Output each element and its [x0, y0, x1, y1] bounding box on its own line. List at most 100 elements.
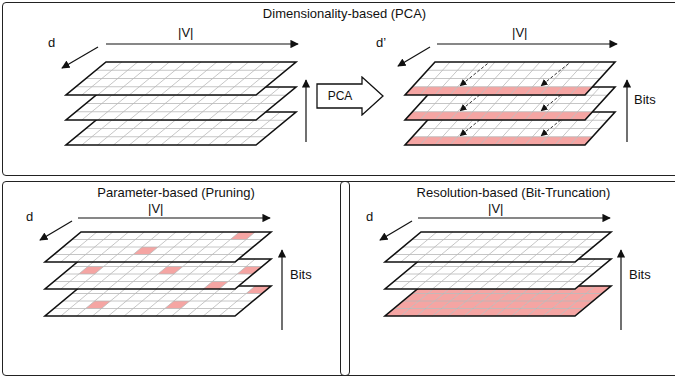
axis-label: |V|	[178, 26, 193, 39]
layer-fill	[45, 232, 271, 262]
layer-fill	[385, 232, 611, 262]
grid-line	[403, 301, 593, 302]
grid-line	[412, 293, 602, 294]
grid-line	[428, 70, 608, 71]
dim-arrow	[398, 47, 430, 66]
highlighted-cell	[203, 282, 228, 290]
panel-title: Dimensionality-based (PCA)	[3, 3, 675, 21]
bits-arrow	[305, 80, 306, 142]
grid-line	[420, 103, 600, 104]
layer-outline	[405, 112, 615, 145]
axis-label: Bits	[634, 93, 656, 106]
grid-line	[413, 136, 593, 137]
grid-line	[403, 247, 593, 248]
layer	[405, 112, 615, 145]
axis-label: Bits	[629, 268, 651, 281]
vocab-arrow	[437, 43, 617, 44]
projection-arrow	[541, 64, 568, 86]
bits-arrow	[620, 250, 621, 330]
grid-line	[76, 86, 266, 87]
grid-line	[420, 128, 600, 129]
vocab-arrow	[418, 217, 610, 218]
layer-outline	[45, 232, 271, 262]
grid-line	[86, 128, 276, 129]
layer-fill	[385, 286, 611, 316]
layer-fill	[45, 286, 271, 316]
highlighted-cell	[158, 267, 183, 275]
dim-arrow	[380, 221, 412, 240]
dim-arrow	[40, 221, 72, 240]
grid-line	[72, 293, 262, 294]
layer	[385, 232, 611, 262]
projection-arrow	[460, 64, 487, 86]
layer	[385, 286, 611, 316]
layer-outline	[45, 259, 271, 289]
grid-line	[54, 308, 244, 309]
layer-fill	[405, 87, 615, 120]
highlighted-cell	[79, 267, 104, 275]
grid-line	[54, 254, 244, 255]
axis-label: d’	[376, 36, 386, 49]
axis-label: d	[48, 36, 55, 49]
layer-stack	[45, 232, 271, 316]
grid-line	[63, 301, 253, 302]
bits-arrow	[626, 80, 627, 142]
layer	[66, 62, 296, 95]
axis-label: |V|	[488, 202, 503, 215]
axis-label: |V|	[512, 26, 527, 39]
block-arrow: PCA	[316, 76, 384, 116]
grid-line	[76, 136, 266, 137]
layer-stack	[385, 232, 611, 316]
highlighted-cell	[165, 301, 190, 309]
layer-outline	[385, 259, 611, 289]
panel: Resolution-based (Bit-Truncation)	[340, 181, 675, 376]
grid-line	[403, 274, 593, 275]
layer-fill	[45, 259, 271, 289]
layer-fill	[405, 112, 615, 145]
grid-line	[54, 281, 244, 282]
panel-title: Parameter-based (Pruning)	[3, 182, 349, 200]
grid-line	[412, 239, 602, 240]
grid-line	[63, 274, 253, 275]
grid-line	[76, 111, 266, 112]
grid-line	[72, 239, 262, 240]
layer	[385, 259, 611, 289]
grid-line	[394, 254, 584, 255]
layer-outline	[405, 62, 615, 95]
grid-line	[412, 266, 602, 267]
layer-fill	[66, 62, 296, 95]
grid-line	[394, 281, 584, 282]
vocab-arrow	[106, 43, 298, 44]
highlighted-cell	[230, 232, 255, 240]
axis-label: Bits	[290, 268, 312, 281]
layer	[45, 259, 271, 289]
layer-outline	[385, 232, 611, 262]
layer	[405, 62, 615, 95]
layer-outline	[385, 286, 611, 316]
grid-line	[394, 308, 584, 309]
block-arrow-outline	[317, 77, 383, 115]
vocab-arrow	[78, 217, 270, 218]
grid-line	[420, 78, 600, 79]
axis-label: d	[366, 210, 373, 223]
layer-fill	[405, 62, 615, 95]
grid-line	[86, 78, 276, 79]
layer-fill	[385, 259, 611, 289]
axis-label: d	[26, 210, 33, 223]
panel-title: Resolution-based (Bit-Truncation)	[341, 182, 675, 200]
layer-stack	[405, 62, 615, 145]
axis-label: |V|	[148, 202, 163, 215]
dim-arrow	[62, 47, 98, 68]
layer-outline	[45, 286, 271, 316]
bits-arrow	[281, 250, 282, 330]
layer-outline	[66, 62, 296, 95]
grid-line	[72, 266, 262, 267]
layer-stack	[66, 62, 296, 145]
grid-line	[86, 103, 276, 104]
layer	[45, 232, 271, 262]
layer	[45, 286, 271, 316]
highlighted-cell	[133, 247, 158, 255]
grid-line	[96, 70, 286, 71]
grid-line	[63, 247, 253, 248]
